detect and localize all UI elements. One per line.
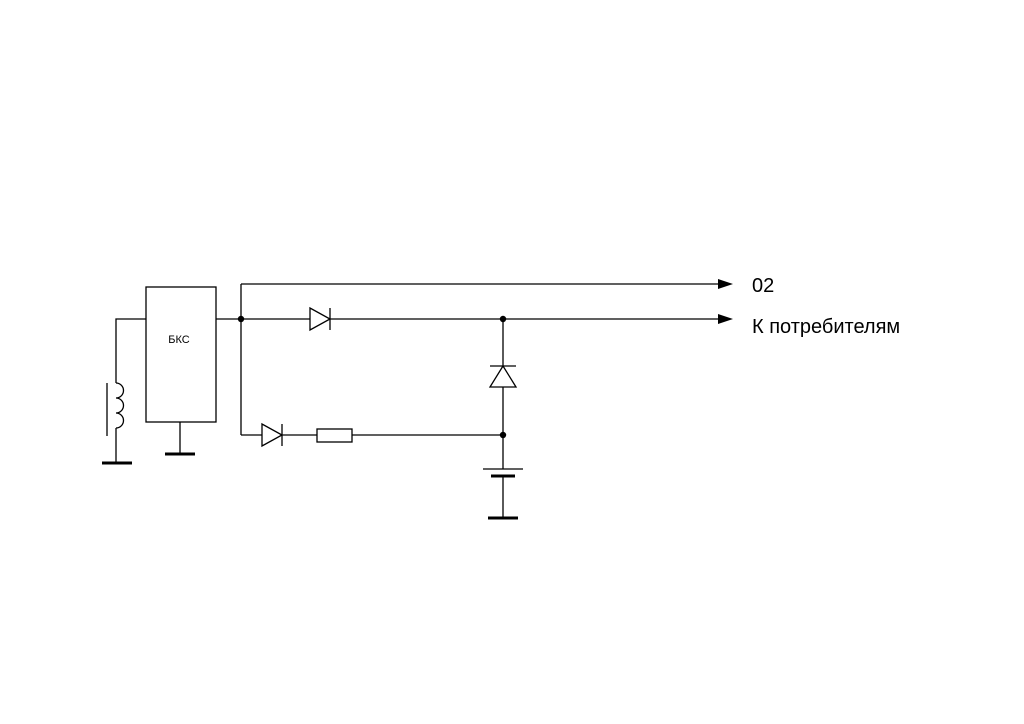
diode-1	[309, 306, 332, 332]
bks-label: БКС	[168, 334, 190, 346]
wire-inductor-to-block	[115, 318, 146, 383]
battery	[483, 468, 523, 520]
inductor	[102, 382, 132, 465]
diode-2	[488, 364, 518, 388]
arrow-02-icon	[718, 279, 733, 289]
bks-block: БКС	[145, 286, 217, 456]
output-label-02: 02	[752, 275, 774, 297]
output-label-consumers: К потребителям	[752, 316, 900, 338]
arrow-consumers-icon	[718, 314, 733, 324]
resistor	[316, 428, 353, 443]
diode-3	[261, 422, 284, 448]
